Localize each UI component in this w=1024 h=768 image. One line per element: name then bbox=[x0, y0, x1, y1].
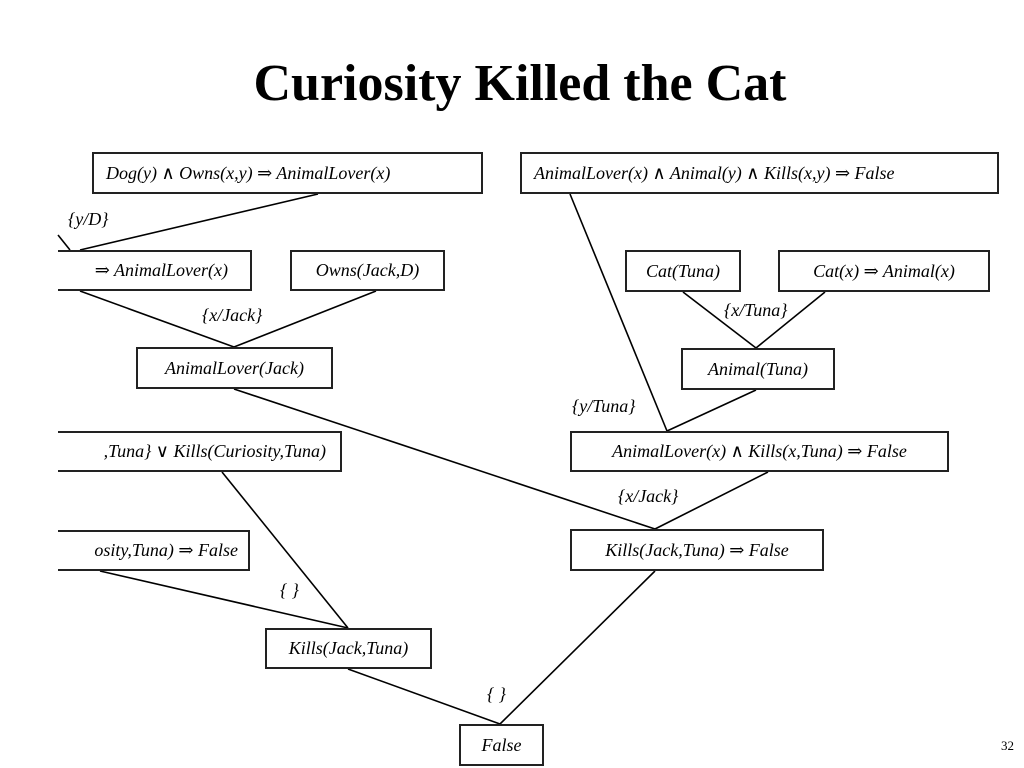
animal-lover-rule-text: AnimalLover(x) ∧ Animal(y) ∧ Kills(x,y) … bbox=[534, 162, 895, 183]
edge-cattuna-to-animaltuna bbox=[682, 291, 757, 349]
edge-dogrule-to-implies bbox=[79, 193, 319, 251]
edge-alkills-to-killsfalse bbox=[654, 471, 769, 530]
kills-jack-tuna-node: Kills(Jack,Tuna) bbox=[265, 628, 432, 669]
animal-lover-kills-tuna-node: AnimalLover(x) ∧ Kills(x,Tuna) ⇒ False bbox=[570, 431, 949, 472]
substitution-y-d: {y/D} bbox=[68, 209, 109, 229]
dog-owns-rule-node: Dog(y) ∧ Owns(x,y) ⇒ AnimalLover(x) bbox=[92, 152, 483, 194]
cat-tuna-text: Cat(Tuna) bbox=[645, 260, 720, 281]
edge-animaltuna-to-alkills bbox=[666, 389, 757, 432]
edge-catrule-to-animaltuna bbox=[755, 291, 826, 349]
edge-curiosity-to-killsjt bbox=[99, 570, 349, 629]
cat-tuna-node: Cat(Tuna) bbox=[625, 250, 741, 292]
implies-animal-lover-text: ⇒ AnimalLover(x) bbox=[94, 260, 228, 280]
false-text: False bbox=[481, 734, 522, 755]
implies-animal-lover-node: ⇒ AnimalLover(x) bbox=[58, 250, 252, 291]
kills-jack-tuna-false-node: Kills(Jack,Tuna) ⇒ False bbox=[570, 529, 824, 571]
substitution-empty-bottom: { } bbox=[487, 684, 506, 704]
owns-jack-d-text: Owns(Jack,D) bbox=[315, 260, 420, 280]
edge-disjunction-to-killsjt bbox=[221, 471, 349, 629]
edge-implies-to-aljack bbox=[79, 290, 235, 348]
animal-lover-rule-node: AnimalLover(x) ∧ Animal(y) ∧ Kills(x,y) … bbox=[520, 152, 999, 194]
kills-jack-tuna-false-text: Kills(Jack,Tuna) ⇒ False bbox=[605, 539, 789, 560]
animal-lover-jack-node: AnimalLover(Jack) bbox=[136, 347, 333, 389]
substitution-x-tuna: {x/Tuna} bbox=[724, 300, 788, 320]
curiosity-implies-false-text: osity,Tuna) ⇒ False bbox=[94, 540, 238, 560]
cat-implies-animal-text: Cat(x) ⇒ Animal(x) bbox=[813, 260, 955, 281]
animal-lover-kills-tuna-text: AnimalLover(x) ∧ Kills(x,Tuna) ⇒ False bbox=[612, 441, 907, 461]
substitution-x-jack-mid: {x/Jack} bbox=[618, 486, 679, 506]
substitution-x-jack-top: {x/Jack} bbox=[202, 305, 263, 325]
animal-tuna-text: Animal(Tuna) bbox=[707, 358, 808, 379]
edge-aljack-to-killsfalse bbox=[233, 388, 656, 530]
substitution-empty-left: { } bbox=[280, 580, 299, 600]
edge-killsfalse-to-false bbox=[499, 570, 656, 725]
substitution-y-tuna: {y/Tuna} bbox=[572, 396, 636, 416]
curiosity-implies-false-node: osity,Tuna) ⇒ False bbox=[58, 530, 250, 571]
edge-alrule-to-alkills bbox=[569, 193, 668, 432]
owns-jack-d-node: Owns(Jack,D) bbox=[290, 250, 445, 291]
kills-jack-tuna-text: Kills(Jack,Tuna) bbox=[288, 638, 409, 658]
edge-owns-to-aljack bbox=[233, 290, 377, 348]
kills-disjunction-node: ,Tuna} ∨ Kills(Curiosity,Tuna) bbox=[58, 431, 342, 472]
animal-lover-jack-text: AnimalLover(Jack) bbox=[165, 357, 304, 378]
false-node: False bbox=[459, 724, 544, 766]
cat-implies-animal-node: Cat(x) ⇒ Animal(x) bbox=[778, 250, 990, 292]
slide-title: Curiosity Killed the Cat bbox=[253, 55, 787, 112]
dog-owns-rule-text: Dog(y) ∧ Owns(x,y) ⇒ AnimalLover(x) bbox=[106, 162, 391, 183]
edge-killsjt-to-false bbox=[347, 668, 501, 725]
kills-disjunction-text: ,Tuna} ∨ Kills(Curiosity,Tuna) bbox=[103, 441, 326, 461]
animal-tuna-node: Animal(Tuna) bbox=[681, 348, 835, 390]
edge-offscreen-to-implies bbox=[57, 234, 71, 251]
page-number: 32 bbox=[1001, 738, 1014, 753]
